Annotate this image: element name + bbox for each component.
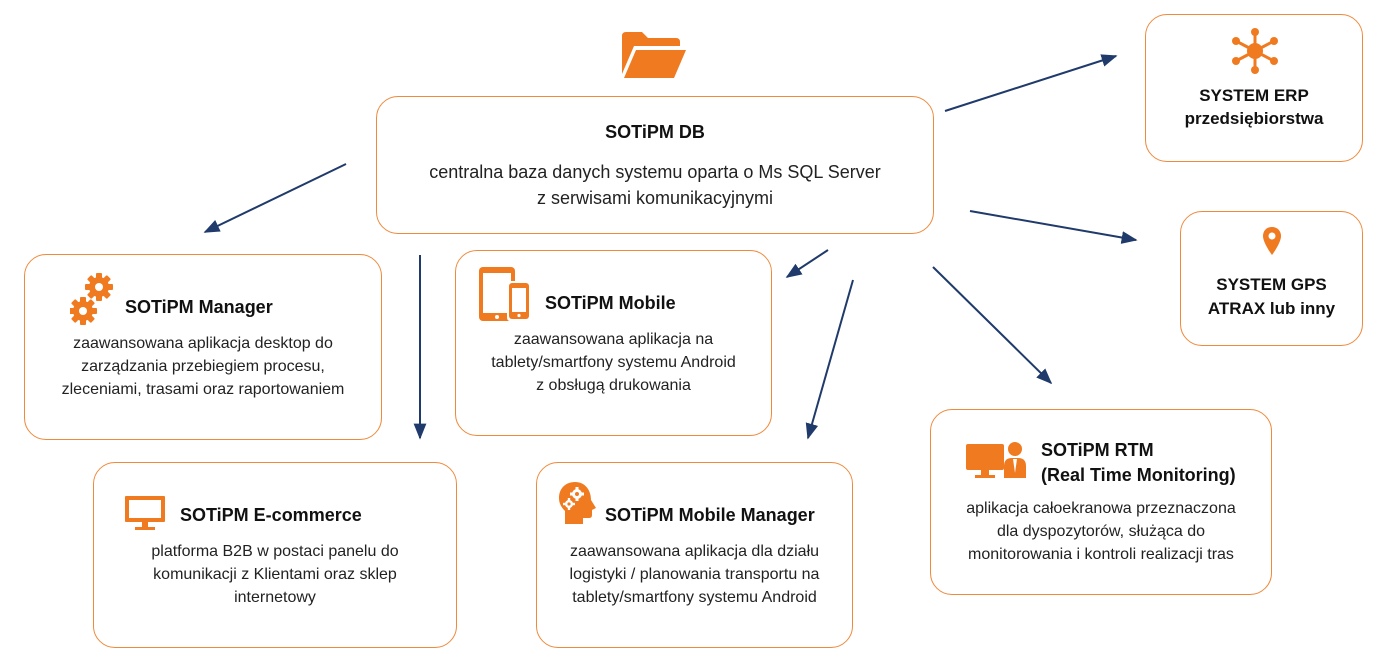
rtm-box: SOTiPM RTM (Real Time Monitoring) aplika… (930, 409, 1272, 595)
db-box: SOTiPM DB centralna baza danych systemu … (376, 96, 934, 234)
mobile-manager-desc: zaawansowana aplikacja dla działu logist… (537, 540, 852, 609)
manager-desc-line: zleceniami, trasami oraz raportowaniem (61, 381, 345, 398)
db-desc-line: centralna baza danych systemu oparta o M… (429, 162, 881, 182)
ecommerce-desc-line: internetowy (234, 589, 316, 606)
rtm-desc-line: dla dyspozytorów, służąca do (996, 523, 1206, 540)
mobile-desc: zaawansowana aplikacja na tablety/smartf… (456, 328, 771, 397)
manager-desc-line: zarządzania przebiegiem procesu, (81, 358, 325, 375)
rtm-title-line: (Real Time Monitoring) (1041, 465, 1236, 485)
head-gears-icon (557, 480, 597, 526)
monitor-icon (124, 495, 166, 531)
tablet-phone-icon (478, 266, 534, 322)
network-hub-icon (1229, 27, 1281, 75)
gps-box: SYSTEM GPS ATRAX lub inny (1180, 211, 1363, 346)
erp-title-line: przedsiębiorstwa (1184, 109, 1324, 128)
mobile-title: SOTiPM Mobile (545, 293, 676, 313)
mobile-manager-desc-line: tablety/smartfony systemu Android (572, 589, 817, 606)
db-desc: centralna baza danych systemu oparta o M… (377, 159, 933, 211)
erp-box: SYSTEM ERP przedsiębiorstwa (1145, 14, 1363, 162)
rtm-title: SOTiPM RTM (Real Time Monitoring) (1041, 438, 1236, 488)
map-pin-icon (1262, 226, 1282, 256)
arrow-db-to-mobile-manager (805, 279, 854, 440)
db-desc-line: z serwisami komunikacyjnymi (536, 188, 774, 208)
arrow-db-to-mobile (785, 249, 829, 278)
arrow-db-to-erp (944, 54, 1118, 112)
gps-title: SYSTEM GPS ATRAX lub inny (1181, 273, 1362, 321)
erp-title: SYSTEM ERP przedsiębiorstwa (1146, 84, 1362, 130)
gps-title-line: ATRAX lub inny (1207, 299, 1336, 318)
arrow-db-to-rtm (932, 266, 1053, 385)
erp-title-line: SYSTEM ERP (1199, 86, 1309, 105)
rtm-desc-line: aplikacja całoekranowa przeznaczona (966, 500, 1236, 517)
rtm-title-line: SOTiPM RTM (1041, 440, 1154, 460)
manager-title: SOTiPM Manager (125, 297, 273, 317)
manager-box: SOTiPM Manager zaawansowana aplikacja de… (24, 254, 382, 440)
ecommerce-desc-line: komunikacji z Klientami oraz sklep (153, 566, 397, 583)
rtm-desc-line: monitorowania i kontroli realizacji tras (968, 546, 1234, 563)
mobile-desc-line: tablety/smartfony systemu Android (491, 354, 736, 371)
operator-monitor-icon (965, 440, 1027, 480)
mobile-desc-line: zaawansowana aplikacja na (513, 331, 714, 348)
rtm-desc: aplikacja całoekranowa przeznaczona dla … (931, 497, 1271, 566)
mobile-manager-box: SOTiPM Mobile Manager zaawansowana aplik… (536, 462, 853, 648)
mobile-box: SOTiPM Mobile zaawansowana aplikacja na … (455, 250, 772, 436)
mobile-manager-desc-line: zaawansowana aplikacja dla działu (569, 543, 820, 560)
ecommerce-box: SOTiPM E-commerce platforma B2B w postac… (93, 462, 457, 648)
ecommerce-title: SOTiPM E-commerce (180, 505, 362, 525)
mobile-manager-desc-line: logistyki / planowania transportu na (569, 566, 820, 583)
ecommerce-desc-line: platforma B2B w postaci panelu do (151, 543, 399, 560)
mobile-manager-title: SOTiPM Mobile Manager (605, 505, 815, 525)
mobile-desc-line: z obsługą drukowania (536, 377, 691, 394)
arrow-db-to-manager (203, 163, 347, 233)
manager-desc-line: zaawansowana aplikacja desktop do (73, 335, 333, 352)
folder-icon (620, 30, 688, 80)
ecommerce-desc: platforma B2B w postaci panelu do komuni… (94, 540, 456, 609)
manager-desc: zaawansowana aplikacja desktop do zarząd… (25, 332, 381, 401)
gears-icon (70, 271, 116, 327)
arrow-db-to-gps (969, 210, 1138, 244)
db-title: SOTiPM DB (605, 122, 705, 142)
gps-title-line: SYSTEM GPS (1216, 275, 1327, 294)
